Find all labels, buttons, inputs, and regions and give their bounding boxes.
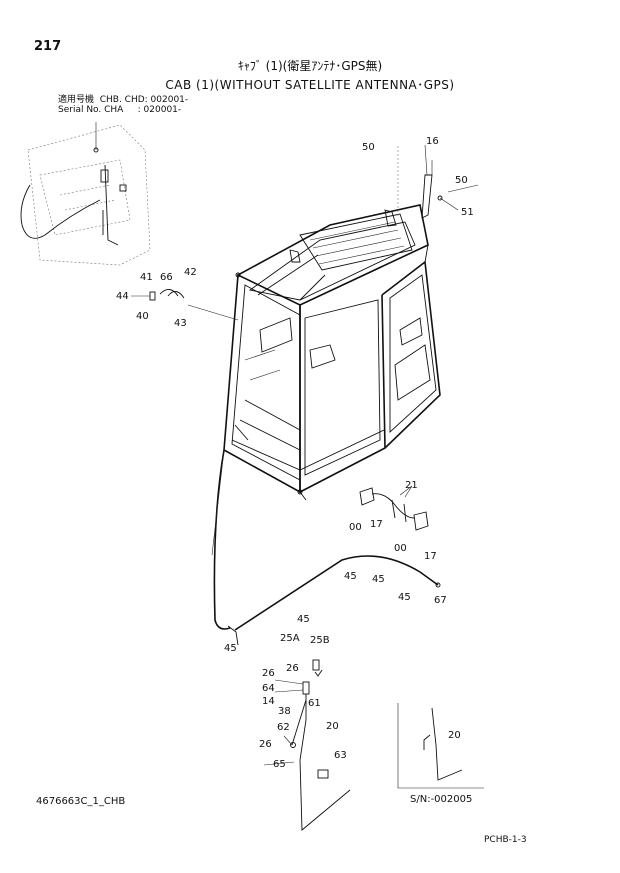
- page-code: PCHB-1-3: [484, 835, 527, 845]
- serial-applicability-line-2: Serial No. CHA : 020001-: [58, 105, 182, 115]
- callout-64: 64: [262, 683, 275, 694]
- callout-00: 00: [349, 522, 362, 533]
- drawing-code: 4676663C_1_CHB: [36, 796, 126, 807]
- callout-45: 45: [372, 574, 385, 585]
- callout-26: 26: [262, 668, 275, 679]
- callout-66: 66: [160, 272, 173, 283]
- callout-45: 45: [224, 643, 237, 654]
- callout-44: 44: [116, 291, 129, 302]
- callout-65: 65: [273, 759, 286, 770]
- callout-51: 51: [461, 207, 474, 218]
- callout-25a: 25A: [280, 633, 300, 644]
- callout-20: 20: [326, 721, 339, 732]
- item-45-harness: [211, 449, 441, 646]
- callout-42: 42: [184, 267, 197, 278]
- callout-14: 14: [262, 696, 275, 707]
- callout-38: 38: [278, 706, 291, 717]
- callout-45: 45: [297, 614, 310, 625]
- callout-25b: 25B: [310, 635, 330, 646]
- callout-16: 16: [426, 136, 439, 147]
- title-english: CAB (1)(WITHOUT SATELLITE ANTENNA･GPS): [165, 78, 455, 92]
- callout-26: 26: [259, 739, 272, 750]
- title-japanese: ｷｬﾌﾞ (1)(衛星ｱﾝﾃﾅ･GPS無): [237, 59, 383, 73]
- item-20-lower-harness: [263, 659, 351, 831]
- item-16-bracket: [397, 144, 479, 219]
- reference-machine-sketch: [20, 122, 151, 266]
- callout-45: 45: [398, 592, 411, 603]
- callout-50: 50: [362, 142, 375, 153]
- item-21-lamp-group: [359, 485, 429, 531]
- callout-61: 61: [308, 698, 321, 709]
- callout-50: 50: [455, 175, 468, 186]
- inset-serial-note: S/N:-002005: [410, 794, 472, 805]
- cab-frame: [223, 204, 441, 501]
- item-44-connector-group: [131, 289, 239, 321]
- callout-43: 43: [174, 318, 187, 329]
- callout-62: 62: [277, 722, 290, 733]
- callout-17: 17: [370, 519, 383, 530]
- callout-17: 17: [424, 551, 437, 562]
- callout-41: 41: [140, 272, 153, 283]
- inset-box: [397, 703, 484, 789]
- serial-applicability-line-1: 適用号機 CHB. CHD: 002001-: [58, 95, 189, 105]
- callout-67: 67: [434, 595, 447, 606]
- callout-40: 40: [136, 311, 149, 322]
- callout-21: 21: [405, 480, 418, 491]
- callout-26: 26: [286, 663, 299, 674]
- callout-labels: 50 16 50 51 41 66 42 44 40 43 21 00 17 0…: [116, 136, 474, 770]
- page-number: 217: [34, 39, 62, 54]
- callout-20: 20: [448, 730, 461, 741]
- callout-45: 45: [344, 571, 357, 582]
- callout-63: 63: [334, 750, 347, 761]
- callout-00: 00: [394, 543, 407, 554]
